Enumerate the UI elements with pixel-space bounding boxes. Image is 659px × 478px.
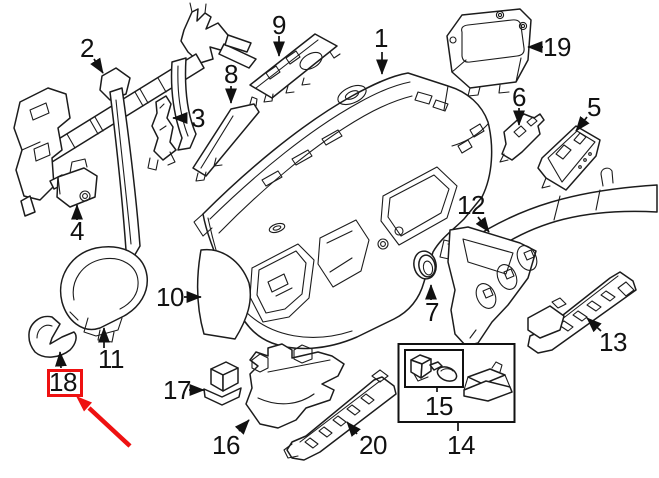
part-label-2[interactable]: 2: [80, 33, 94, 63]
part-5-plate-drawing: [537, 125, 601, 191]
part-18-trim-drawing: [28, 315, 77, 358]
leader-arrow-13: [586, 317, 602, 333]
part-label-8[interactable]: 8: [224, 59, 238, 89]
leader-arrow-12: [475, 216, 490, 233]
leader-arrows: [54, 36, 602, 437]
part-20-rail-drawing: [283, 369, 397, 461]
highlight-arrow: [76, 396, 132, 448]
part-6-bracket-drawing: [499, 113, 545, 163]
part-15-bulb-socket-drawing: [410, 354, 458, 382]
part-label-6[interactable]: 6: [512, 82, 526, 112]
part-label-1[interactable]: 1: [374, 23, 388, 53]
part-label-9[interactable]: 9: [272, 10, 286, 40]
part-label-15[interactable]: 15: [425, 391, 453, 421]
part-16-bracket-drawing: [245, 343, 345, 429]
leader-arrow-5: [575, 115, 590, 132]
part-label-18[interactable]: 18: [49, 367, 77, 397]
part-2-crossbar-drawing: [13, 2, 257, 259]
part-14-box: [397, 343, 516, 423]
part-label-3[interactable]: 3: [191, 103, 205, 133]
part-label-17[interactable]: 17: [163, 375, 191, 405]
part-label-16[interactable]: 16: [212, 430, 240, 460]
part-14-lamp-housing-drawing: [463, 361, 513, 402]
part-4-sensor-drawing: [49, 158, 98, 208]
highlight-box-part-18: [47, 369, 83, 397]
part-label-13[interactable]: 13: [599, 327, 627, 357]
part-label-7[interactable]: 7: [425, 297, 439, 327]
leader-arrow-20: [346, 421, 361, 437]
leader-arrow-2: [90, 57, 104, 74]
leader-arrow-18: [54, 351, 67, 369]
part-label-19[interactable]: 19: [543, 32, 571, 62]
part-label-12[interactable]: 12: [457, 190, 485, 220]
part-label-4[interactable]: 4: [70, 216, 84, 246]
part-8-trim-strip-drawing: [192, 96, 260, 182]
part-19-module-drawing: [446, 8, 532, 97]
part-13-rail-drawing: [527, 271, 637, 354]
part-label-5[interactable]: 5: [587, 92, 601, 122]
part-10-side-panel-drawing: [196, 248, 252, 340]
part-17-switch-drawing: [203, 361, 242, 406]
part-12-console-trim-drawing: [447, 167, 658, 347]
part-3-bracket-drawing: [147, 95, 177, 171]
part-9-grille-trim-drawing: [249, 33, 341, 103]
part-label-11[interactable]: 11: [98, 344, 125, 374]
part-label-10[interactable]: 10: [156, 282, 184, 312]
part-label-20[interactable]: 20: [359, 430, 387, 460]
part-label-14[interactable]: 14: [447, 430, 475, 460]
part-11-cluster-drawing: [59, 246, 148, 343]
part-7-grommet-drawing: [413, 250, 437, 280]
leader-arrow-16: [234, 419, 250, 435]
